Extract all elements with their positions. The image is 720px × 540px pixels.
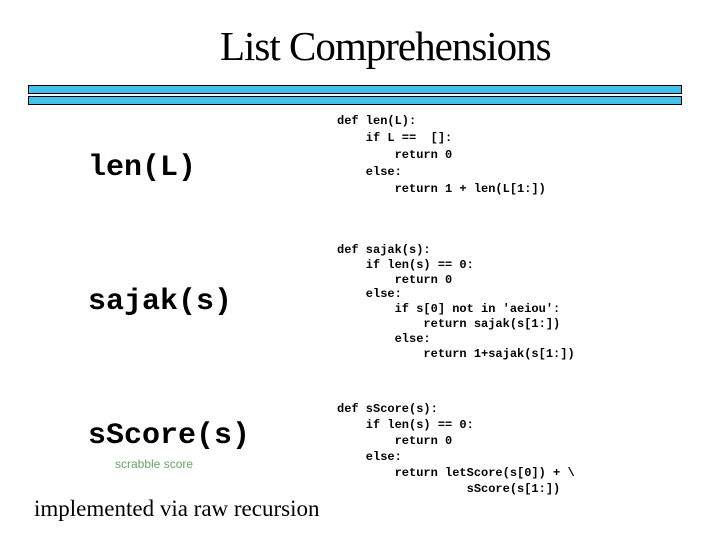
divider-bar-bottom	[28, 96, 682, 105]
function-label-sscore: sScore(s)	[88, 419, 251, 453]
function-label-len: len(L)	[88, 151, 197, 185]
divider-bar-top	[28, 85, 682, 94]
footer-note: implemented via raw recursion	[34, 496, 320, 521]
slide-title: List Comprehensions	[220, 23, 552, 69]
function-label-sajak: sajak(s)	[88, 285, 233, 319]
code-block-sscore: def sScore(s): if len(s) == 0: return 0 …	[337, 402, 575, 496]
code-block-len: def len(L): if L == []: return 0 else: r…	[337, 114, 546, 196]
scrabble-score-caption: scrabble score	[115, 457, 194, 471]
code-block-sajak: def sajak(s): if len(s) == 0: return 0 e…	[337, 243, 575, 361]
